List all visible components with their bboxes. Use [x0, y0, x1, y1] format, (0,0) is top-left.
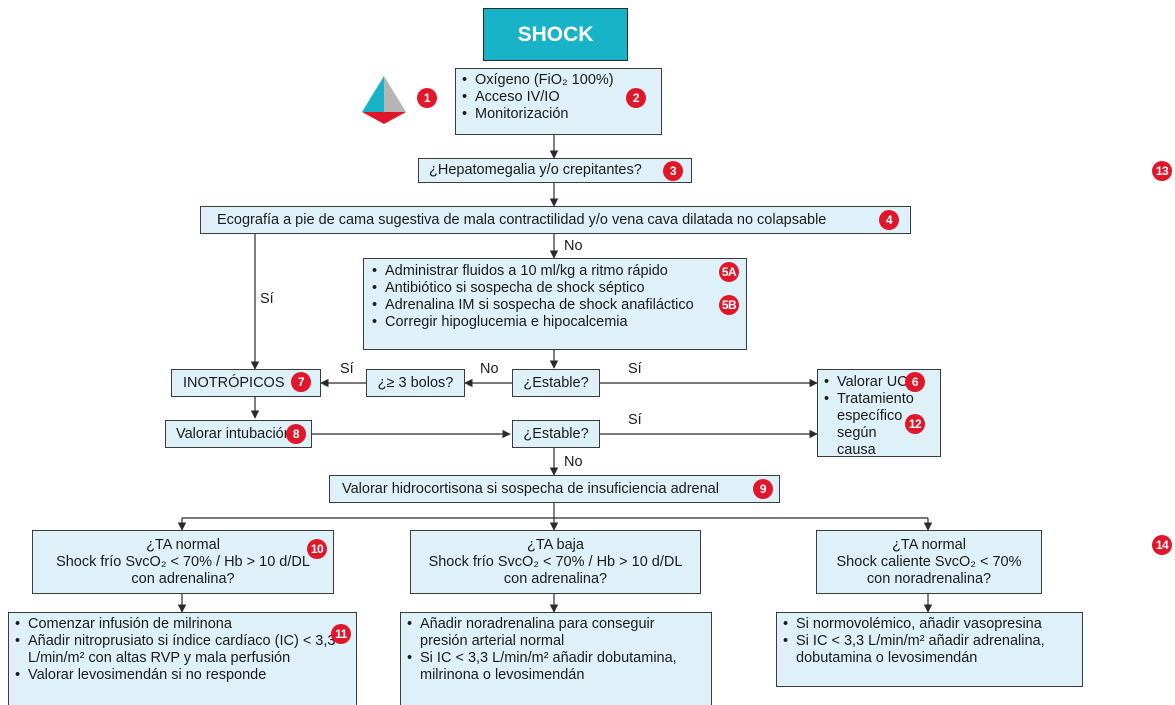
ultrasound-text: Ecografía a pie de cama sugestiva de mal…: [217, 211, 827, 228]
intubation-label: Valorar intubación: [176, 425, 292, 442]
hepatomegaly-question: ¿Hepatomegalia y/o crepitantes?: [429, 162, 642, 178]
list-item: Valorar UCI: [824, 374, 934, 391]
badge-9: 9: [753, 479, 773, 499]
list-item: Valorar levosimendán si no responde: [15, 667, 350, 684]
no-label-ultrasound: No: [564, 238, 583, 254]
badge-5a: 5A: [719, 262, 739, 282]
yes-label-left: Sí: [260, 291, 274, 307]
badge-8: 8: [286, 424, 306, 444]
branch-line: Shock frío SvcO₂ < 70% / Hb > 10 d/DL: [56, 554, 310, 570]
list-item: Acceso IV/IO: [462, 89, 655, 106]
fluids-box: Administrar fluidos a 10 ml/kg a ritmo r…: [363, 258, 747, 350]
badge-2: 2: [626, 88, 646, 108]
shock-title-box: SHOCK: [483, 8, 628, 61]
hydrocortisone-text: Valorar hidrocortisona si sospecha de in…: [342, 480, 719, 497]
boluses-question-box: ¿≥ 3 bolos?: [366, 369, 465, 397]
branch-line: ¿TA normal: [892, 537, 966, 553]
badge-14: 14: [1152, 535, 1172, 555]
treatment-middle-box: Añadir noradrenalina para conseguir pres…: [400, 612, 712, 705]
yes-label-boluses: Sí: [340, 361, 354, 377]
intubation-box: Valorar intubación: [165, 420, 312, 448]
badge-7: 7: [291, 372, 311, 392]
list-item: Si IC < 3,3 L/min/m² añadir adrenalina, …: [783, 633, 1076, 667]
branch-line: con adrenalina?: [131, 571, 235, 587]
list-item: Corregir hipoglucemia e hipocalcemia: [372, 314, 738, 331]
branch-line: ¿TA normal: [146, 537, 220, 553]
stable-question-box-2: ¿Estable?: [512, 420, 600, 448]
branch-line: ¿TA baja: [527, 537, 584, 553]
badge-1: 1: [417, 88, 437, 108]
branch-line: Shock frío SvcO₂ < 70% / Hb > 10 d/DL: [428, 554, 683, 570]
branch-right-box: ¿TA normal Shock caliente SvcO₂ < 70% co…: [816, 530, 1042, 594]
logo-icon: [362, 76, 406, 124]
list-item: Añadir nitroprusiato si índice cardíaco …: [15, 633, 350, 667]
stable-question-box-1: ¿Estable?: [512, 369, 600, 397]
badge-12: 12: [905, 414, 925, 434]
yes-label-stable-1: Sí: [628, 361, 642, 377]
list-item: Si normovolémico, añadir vasopresina: [783, 616, 1076, 633]
badge-4: 4: [879, 210, 899, 230]
badge-13: 13: [1152, 161, 1172, 181]
list-item: Si IC < 3,3 L/min/m² añadir dobutamina, …: [407, 650, 705, 684]
list-item: Añadir noradrenalina para conseguir pres…: [407, 616, 705, 650]
badge-6: 6: [905, 372, 925, 392]
list-item: Administrar fluidos a 10 ml/kg a ritmo r…: [372, 263, 738, 280]
badge-11: 11: [331, 624, 351, 644]
treatment-left-box: Comenzar infusión de milrinona Añadir ni…: [8, 612, 357, 705]
no-label-stable-1: No: [480, 361, 499, 377]
branch-middle-box: ¿TA baja Shock frío SvcO₂ < 70% / Hb > 1…: [410, 530, 701, 594]
inotropics-label: INOTRÓPICOS: [183, 374, 285, 391]
branch-line: con adrenalina?: [503, 571, 608, 587]
hepatomegaly-question-box: ¿Hepatomegalia y/o crepitantes?: [418, 158, 692, 183]
list-item: Monitorización: [462, 106, 655, 123]
treatment-right-box: Si normovolémico, añadir vasopresina Si …: [776, 612, 1083, 687]
list-item: Antibiótico si sospecha de shock séptico: [372, 280, 738, 297]
list-item: Tratamiento específico según causa: [824, 391, 914, 459]
no-label-stable-2: No: [564, 454, 583, 470]
hydrocortisone-box: Valorar hidrocortisona si sospecha de in…: [329, 475, 780, 503]
badge-3: 3: [663, 161, 683, 181]
list-item: Adrenalina IM si sospecha de shock anafi…: [372, 297, 738, 314]
branch-left-box: ¿TA normal Shock frío SvcO₂ < 70% / Hb >…: [32, 530, 334, 594]
branch-line: Shock caliente SvcO₂ < 70%: [836, 554, 1022, 570]
yes-label-stable-2: Sí: [628, 412, 642, 428]
badge-5b: 5B: [719, 295, 739, 315]
badge-10: 10: [307, 539, 327, 559]
list-item: Oxígeno (FiO₂ 100%): [462, 72, 655, 89]
ultrasound-box: Ecografía a pie de cama sugestiva de mal…: [200, 206, 911, 234]
list-item: Comenzar infusión de milrinona: [15, 616, 350, 633]
branch-line: con noradrenalina?: [866, 571, 992, 587]
